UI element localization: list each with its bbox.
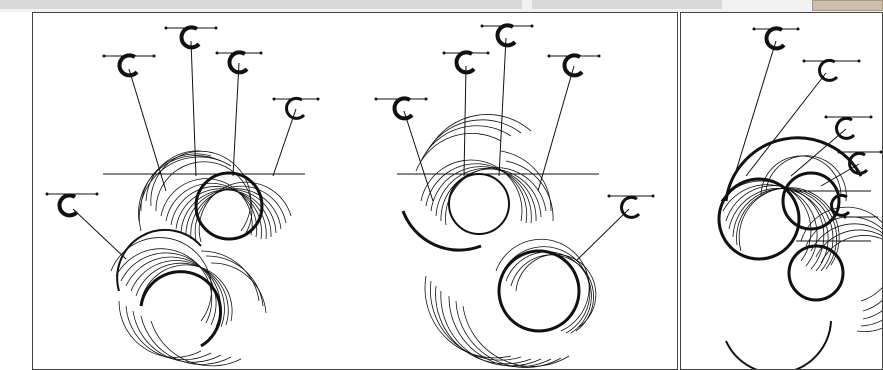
left-lower-ring: [139, 270, 223, 348]
right-ring-2: [781, 171, 841, 231]
left-upper-ring: [194, 171, 264, 241]
toolbar-segment: [0, 0, 522, 9]
arc-glyph-icon: [215, 50, 263, 75]
arc-glyph-icon: [752, 26, 800, 51]
main-panel-canvas: [45, 23, 655, 368]
middle-upper-ring: [448, 173, 510, 235]
thumbnail-tab[interactable]: [812, 0, 883, 11]
arc-glyph-icon: [830, 193, 851, 217]
arc-glyph-icon: [374, 96, 428, 121]
arc-glyph-icon: [480, 23, 534, 48]
arc-glyph-icon: [843, 215, 878, 219]
toolbar-segment: [532, 0, 722, 9]
top-toolbar-strip: [0, 0, 883, 12]
arc-glyph-icon: [164, 25, 218, 50]
middle-lower-ring: [497, 249, 581, 333]
middle-arc-cluster-upper: [415, 114, 554, 226]
main-panel: [32, 12, 678, 370]
arc-glyph-icon: [547, 53, 601, 78]
arc-glyph-icon: [824, 115, 873, 140]
right-panel: [680, 12, 883, 370]
arc-glyph-icon: [272, 96, 320, 120]
middle-connector-lines: [403, 37, 630, 262]
arc-glyph-icon: [102, 53, 156, 78]
left-lower-arc: [116, 228, 202, 292]
arc-glyph-icon: [442, 50, 490, 75]
right-connector-lines: [735, 40, 871, 242]
right-bottom-arc: [725, 320, 832, 369]
glyph-group-left: [45, 25, 320, 218]
left-connector-lines: [72, 40, 297, 260]
left-arc-cluster-lower: [110, 237, 267, 367]
right-ring-1: [717, 177, 801, 261]
arc-glyph-icon: [802, 58, 861, 82]
left-arc-cluster-upper: [138, 150, 292, 243]
arc-glyph-icon: [45, 192, 99, 218]
middle-upper-arc: [401, 210, 482, 252]
arc-glyph-icon: [607, 194, 655, 219]
middle-arc-cluster-lower: [424, 238, 597, 368]
right-panel-canvas: [717, 26, 882, 369]
glyph-group-right: [752, 26, 882, 219]
right-outer-arc: [724, 136, 863, 202]
right-ring-3: [787, 244, 845, 302]
arc-glyph-icon: [837, 150, 882, 175]
glyph-group-middle: [374, 23, 655, 219]
